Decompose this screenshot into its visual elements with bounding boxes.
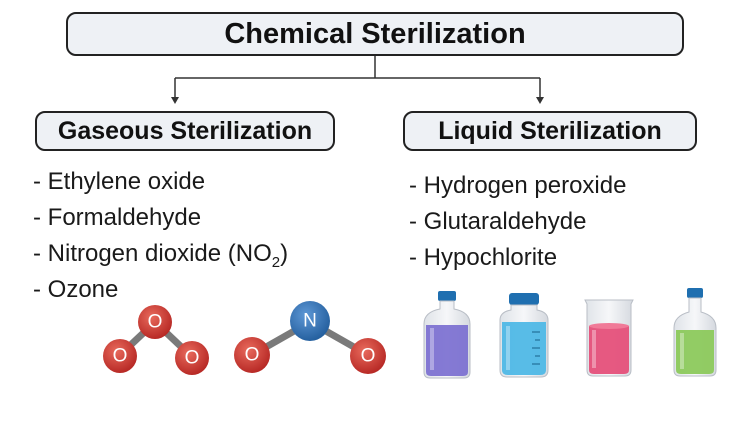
bottle-icon bbox=[423, 291, 471, 379]
svg-text:O: O bbox=[148, 312, 163, 333]
page-title: Chemical Sterilization bbox=[224, 17, 526, 50]
gaseous-heading-box: Gaseous Sterilization bbox=[35, 111, 335, 151]
arrow-down-icon bbox=[536, 97, 544, 104]
svg-text:O: O bbox=[185, 348, 200, 369]
gaseous-heading: Gaseous Sterilization bbox=[57, 116, 313, 145]
list-item: - Glutaraldehyde bbox=[409, 208, 587, 235]
liquid-heading-box: Liquid Sterilization bbox=[403, 111, 697, 151]
arrow-down-icon bbox=[171, 97, 179, 104]
svg-text:N: N bbox=[303, 311, 317, 332]
nitrogen-dioxide-molecule-icon: O O N bbox=[234, 301, 386, 374]
liquid-heading: Liquid Sterilization bbox=[438, 116, 662, 145]
liquid-list: - Hydrogen peroxide - Glutaraldehyde - H… bbox=[409, 168, 626, 276]
title-box: Chemical Sterilization bbox=[66, 12, 684, 56]
ozone-molecule-icon: O O O bbox=[103, 305, 209, 375]
svg-text:O: O bbox=[113, 346, 128, 367]
list-item: - Ethylene oxide bbox=[33, 168, 206, 195]
list-item: - Formaldehyde bbox=[33, 204, 202, 231]
flask-bottle-icon bbox=[673, 288, 717, 377]
list-item: - Nitrogen dioxide (NO2) bbox=[33, 240, 289, 271]
list-item: - Hypochlorite bbox=[409, 244, 558, 271]
gaseous-list: - Ethylene oxide - Formaldehyde - Nitrog… bbox=[33, 164, 288, 308]
list-item: - Ozone bbox=[33, 276, 119, 303]
beaker-icon bbox=[584, 299, 634, 377]
svg-text:O: O bbox=[361, 346, 376, 367]
svg-text:O: O bbox=[245, 345, 260, 366]
graduated-bottle-icon bbox=[499, 293, 549, 378]
list-item: - Hydrogen peroxide bbox=[409, 172, 627, 199]
